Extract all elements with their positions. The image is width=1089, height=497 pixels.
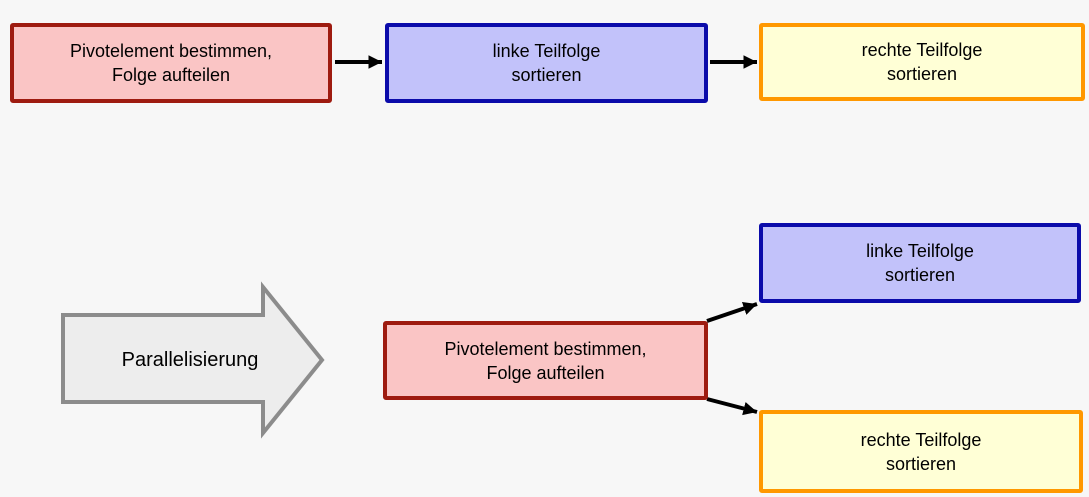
box-pivot-parallel-line2: Folge aufteilen [486,362,605,383]
box-pivot-parallel-line1: Pivotelement bestimmen, [444,338,647,359]
box-left-sequential-line1: linke Teilfolge [492,41,601,61]
box-left-subsequence-sequential: linke Teilfolge sortieren [385,23,708,103]
box-pivot-parallel: Pivotelement bestimmen, Folge aufteilen [383,321,708,400]
arrow-pivot-to-right-parallel [706,397,758,416]
box-left-sequential-line2: sortieren [511,65,582,85]
box-left-subsequence-parallel: linke Teilfolge sortieren [759,223,1081,303]
box-pivot-sequential-line2: Folge aufteilen [111,65,231,85]
box-left-parallel-line1: linke Teilfolge [866,241,974,261]
box-right-subsequence-parallel: rechte Teilfolge sortieren [759,410,1083,493]
parallelisierung-label: Parallelisierung [121,349,259,371]
parallelisierung-block-arrow [61,281,325,439]
box-right-sequential-line1: rechte Teilfolge [861,40,983,60]
box-right-subsequence-sequential: rechte Teilfolge sortieren [759,23,1085,101]
box-right-parallel-line1: rechte Teilfolge [860,429,982,450]
box-right-sequential-line2: sortieren [886,64,958,84]
box-pivot-sequential-line1: Pivotelement bestimmen, [69,41,273,61]
box-pivot-sequential: Pivotelement bestimmen, Folge aufteilen [10,23,332,103]
arrow-pivot-to-left-parallel [706,301,758,323]
box-left-parallel-line2: sortieren [884,265,956,285]
box-right-parallel-line2: sortieren [885,453,957,474]
